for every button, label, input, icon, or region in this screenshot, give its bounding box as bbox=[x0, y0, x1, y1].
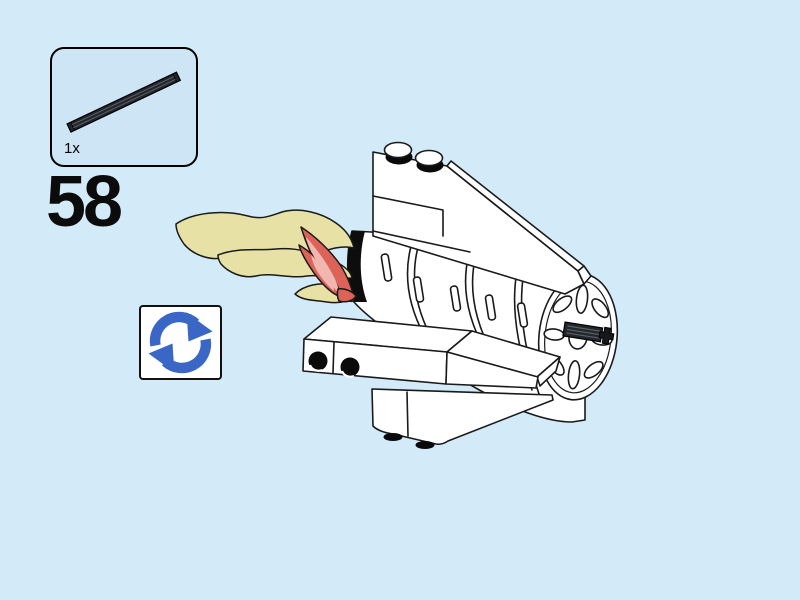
keel-fin bbox=[371, 388, 554, 449]
fuselage-vent-slots bbox=[380, 253, 529, 328]
engine-nozzle bbox=[347, 231, 367, 302]
lower-wing bbox=[302, 316, 561, 389]
step-number: 58 bbox=[46, 162, 123, 242]
flames-pink-highlight bbox=[306, 237, 339, 293]
technic-axle-part-icon bbox=[66, 71, 182, 133]
tail-fin bbox=[372, 141, 592, 295]
rotate-arrow-bottom bbox=[148, 338, 211, 373]
rotate-hint-box bbox=[139, 305, 222, 380]
quantity-label: 1x bbox=[64, 140, 80, 157]
flames-red-tip bbox=[336, 288, 357, 303]
technic-axle bbox=[562, 321, 615, 345]
parts-callout-box: 1x bbox=[50, 47, 198, 167]
rotate-icon bbox=[148, 311, 212, 373]
rotate-arrow-top bbox=[149, 311, 212, 346]
